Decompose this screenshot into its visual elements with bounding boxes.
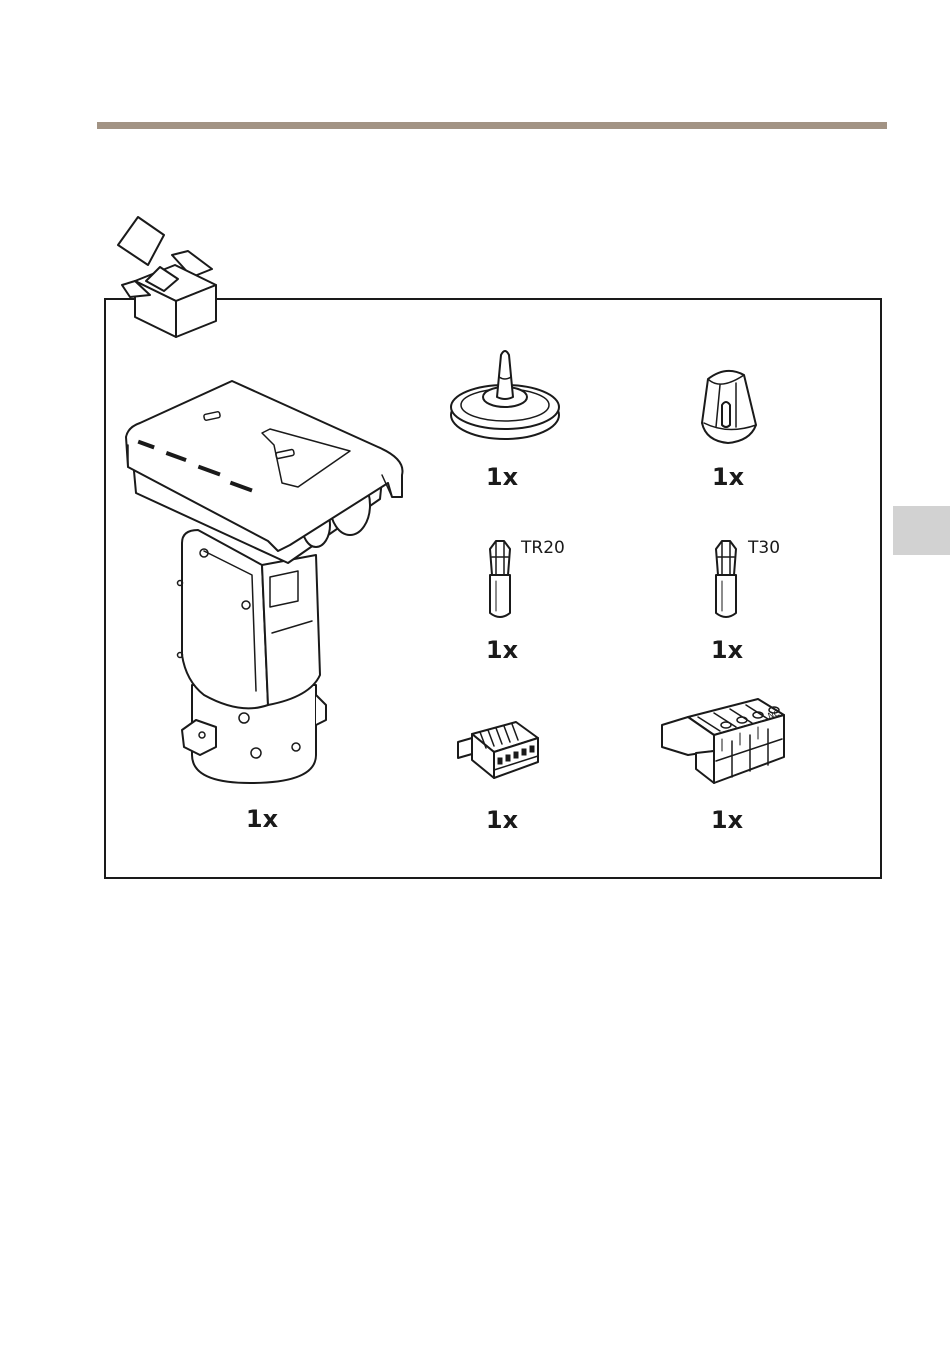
ptz-camera-illustration xyxy=(120,375,412,790)
insert-item: 1x xyxy=(690,365,770,495)
bit-t30-quantity: 1x xyxy=(711,636,743,664)
insert-quantity: 1x xyxy=(712,463,744,491)
bit-tr20-quantity: 1x xyxy=(486,636,518,664)
cable-gland-insert-illustration xyxy=(690,365,770,445)
camera-quantity: 1x xyxy=(246,805,278,833)
torx-bit-illustration xyxy=(480,535,520,621)
io-terminal-block-illustration xyxy=(450,712,550,787)
relay-connector-quantity: 1x xyxy=(711,806,743,834)
camera-item: 1x xyxy=(120,375,412,790)
gland-item: 1x xyxy=(445,345,565,495)
cable-gland-seal-illustration xyxy=(445,345,565,445)
torx-bit-illustration xyxy=(708,535,748,621)
bit-tr20-label: TR20 xyxy=(521,538,565,558)
bit-t30-label: T30 xyxy=(748,538,780,558)
io-connector-quantity: 1x xyxy=(486,806,518,834)
open-box-icon xyxy=(110,205,228,345)
bit-tr20-item: TR20 1x xyxy=(480,535,590,670)
io-connector-item: 1x xyxy=(450,712,550,842)
gland-quantity: 1x xyxy=(486,463,518,491)
relay-connector-item: NC 1x xyxy=(660,695,790,840)
bit-t30-item: T30 1x xyxy=(708,535,808,670)
relay-terminal-block-illustration xyxy=(660,695,790,787)
header-rule xyxy=(97,122,887,129)
chapter-side-tab xyxy=(893,506,950,555)
